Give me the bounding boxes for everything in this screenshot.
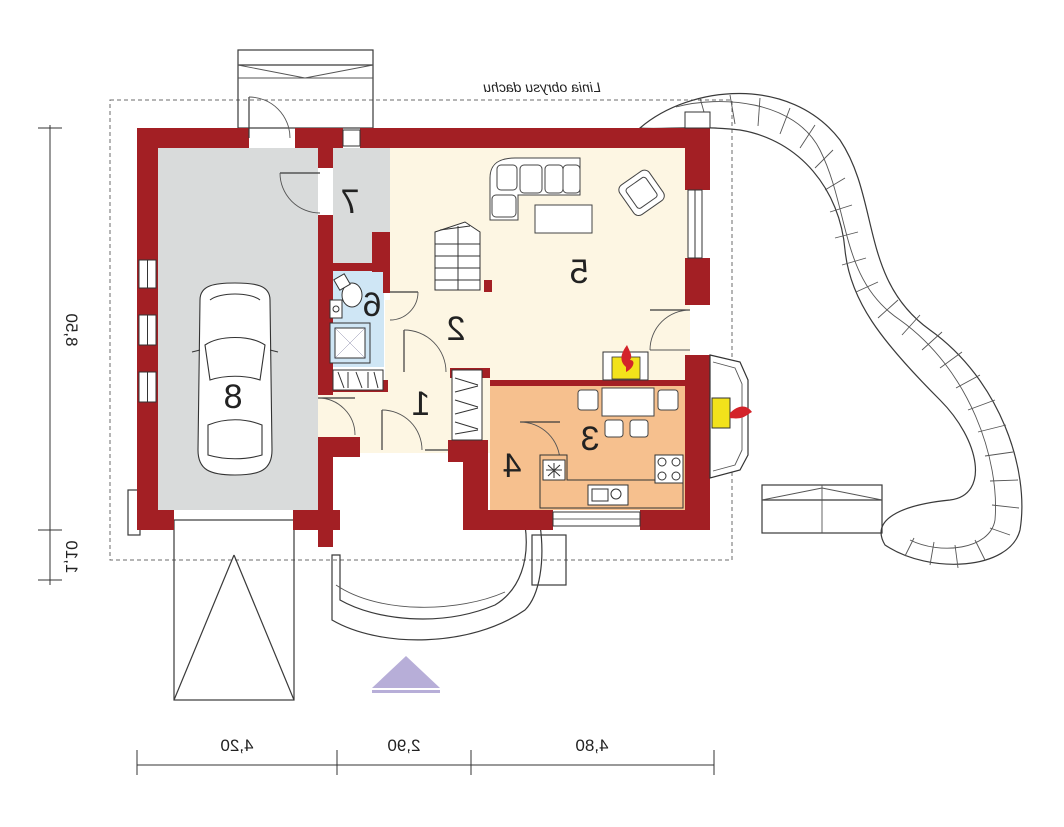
room-number-2: 2	[447, 310, 466, 348]
dimension-4-80: 4,80	[575, 736, 608, 755]
roof-outline-label: Linia obrysu dachu	[483, 79, 601, 95]
bottom-dimension	[136, 750, 715, 775]
room-number-8: 8	[224, 378, 243, 416]
garage-canopy-top	[237, 49, 374, 129]
wardrobes	[332, 369, 483, 441]
roof-outline	[109, 99, 733, 561]
room-number-7: 7	[341, 183, 360, 221]
dimension-1-10: 1,10	[62, 540, 81, 573]
left-dimension	[38, 125, 62, 585]
stairs	[434, 221, 481, 291]
terrace-pergola	[761, 484, 883, 534]
garden-path	[638, 92, 1023, 569]
room-number-3: 3	[581, 420, 600, 458]
room-labels: 8 7 6 5 2 1 3 4	[224, 183, 600, 485]
room-number-6: 6	[363, 286, 382, 324]
room-number-4: 4	[503, 447, 522, 485]
entrance-arrow	[372, 656, 440, 693]
doors	[248, 96, 691, 527]
top-windows	[342, 111, 711, 259]
driveway-canopy	[127, 489, 295, 701]
dimension-8-50: 8,50	[62, 313, 81, 346]
dimension-4-20: 4,20	[220, 736, 253, 755]
dimension-2-90: 2,90	[387, 736, 420, 755]
living-furniture	[489, 157, 665, 234]
bay-fireplace	[709, 354, 752, 479]
kitchen-counters	[539, 454, 684, 509]
garage-windows	[138, 259, 157, 403]
room-number-1: 1	[412, 385, 431, 423]
fireplace	[602, 345, 649, 381]
car	[191, 282, 279, 476]
bathroom-fixtures	[329, 273, 371, 364]
entrance-steps	[331, 524, 567, 641]
dining-set	[577, 387, 679, 438]
room-number-5: 5	[570, 253, 589, 291]
